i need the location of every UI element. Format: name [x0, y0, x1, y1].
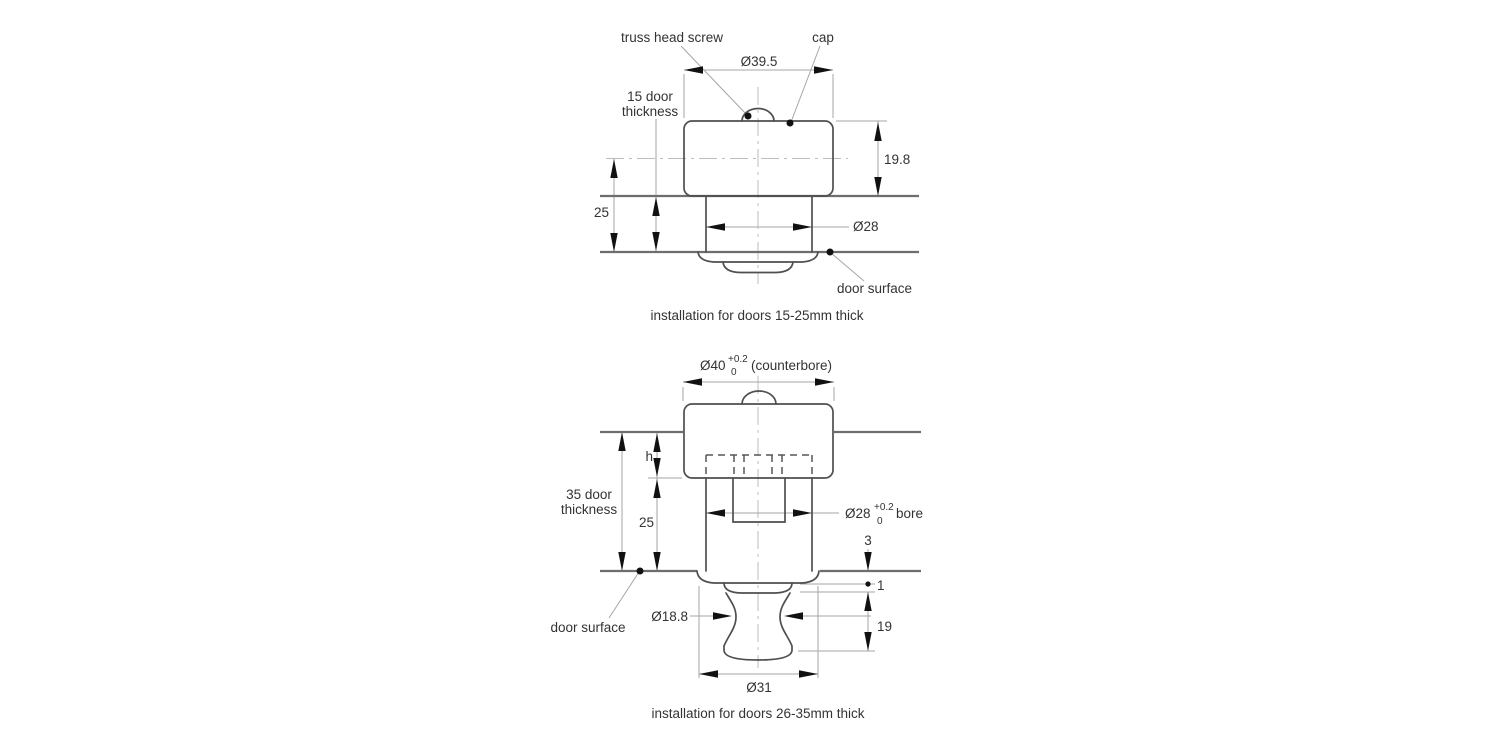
cap-leader-dot [786, 119, 794, 127]
door-surface-leader-line [608, 571, 640, 619]
door-surface-leader-dot [636, 567, 644, 575]
bore-tolerance-upper: +0.2 [874, 502, 894, 513]
door-thickness-label-line2: thickness [561, 502, 618, 517]
flange-step [722, 261, 794, 274]
base-diameter-dimension: Ø31 [746, 680, 772, 695]
body-diameter-dimension: Ø28 [853, 219, 879, 234]
door-surface-leader-dot [826, 248, 834, 256]
bottom-arrowheads [618, 378, 872, 678]
depth-dimension: 25 [594, 205, 609, 220]
flange-step [723, 582, 793, 594]
step-dimension-dot [865, 581, 871, 587]
knob-height-dimension: 19 [877, 619, 892, 634]
bottom-dimension-lines [608, 381, 875, 678]
depth-dimension: 25 [639, 515, 654, 530]
truss-screw-dome [741, 390, 777, 405]
flange-dish [696, 570, 820, 584]
bottom-hardware-outline [683, 390, 834, 661]
door-thickness-label-line1: 15 door [627, 89, 673, 104]
step-dimension: 1 [877, 578, 885, 593]
cap-leader-line [790, 45, 821, 123]
door-surface-label: door surface [550, 620, 625, 635]
bottom-diagram: Ø40 +0.2 0 (counterbore) h 35 door thick… [550, 354, 923, 721]
top-diagram: truss head screw cap Ø39.5 15 door thick… [594, 30, 919, 323]
truss-leader-dot [744, 112, 752, 120]
counterbore-note: (counterbore) [751, 358, 832, 373]
top-arrowheads [610, 66, 882, 252]
bore-tolerance-lower: 0 [877, 516, 883, 527]
bottom-caption: installation for doors 26-35mm thick [651, 706, 864, 721]
cap-height-dimension: 19.8 [884, 152, 910, 167]
truss-head-screw-label: truss head screw [621, 30, 723, 45]
door-thickness-label-line1: 35 door [566, 487, 612, 502]
gap-dimension: 3 [864, 533, 872, 548]
door-thickness-label-line2: thickness [622, 104, 679, 119]
neck-diameter-dimension: Ø18.8 [651, 609, 688, 624]
counterbore-tolerance-upper: +0.2 [728, 354, 748, 365]
bore-diameter-dimension: Ø28 [845, 506, 871, 521]
door-surface-leader-line [830, 252, 865, 282]
cap-outline [683, 120, 834, 197]
knob-profile [723, 592, 793, 661]
top-hardware-outline [683, 107, 834, 274]
counterbore-diameter-dimension: Ø40 [700, 358, 726, 373]
cap-label: cap [812, 30, 834, 45]
truss-leader-line [680, 45, 748, 116]
cap-outline [683, 403, 834, 479]
cap-diameter-dimension: Ø39.5 [741, 54, 778, 69]
bore-note: bore [896, 506, 923, 521]
truss-screw-dome [741, 107, 775, 122]
hidden-detail-lines [705, 454, 813, 477]
top-dimension-lines [613, 45, 887, 282]
flange-dish [697, 251, 819, 263]
door-surface-label: door surface [837, 281, 912, 296]
bottom-door-surface-lines [600, 430, 921, 573]
top-caption: installation for doors 15-25mm thick [650, 308, 863, 323]
inset-depth-dimension: h [645, 449, 653, 464]
counterbore-tolerance-lower: 0 [731, 367, 737, 378]
